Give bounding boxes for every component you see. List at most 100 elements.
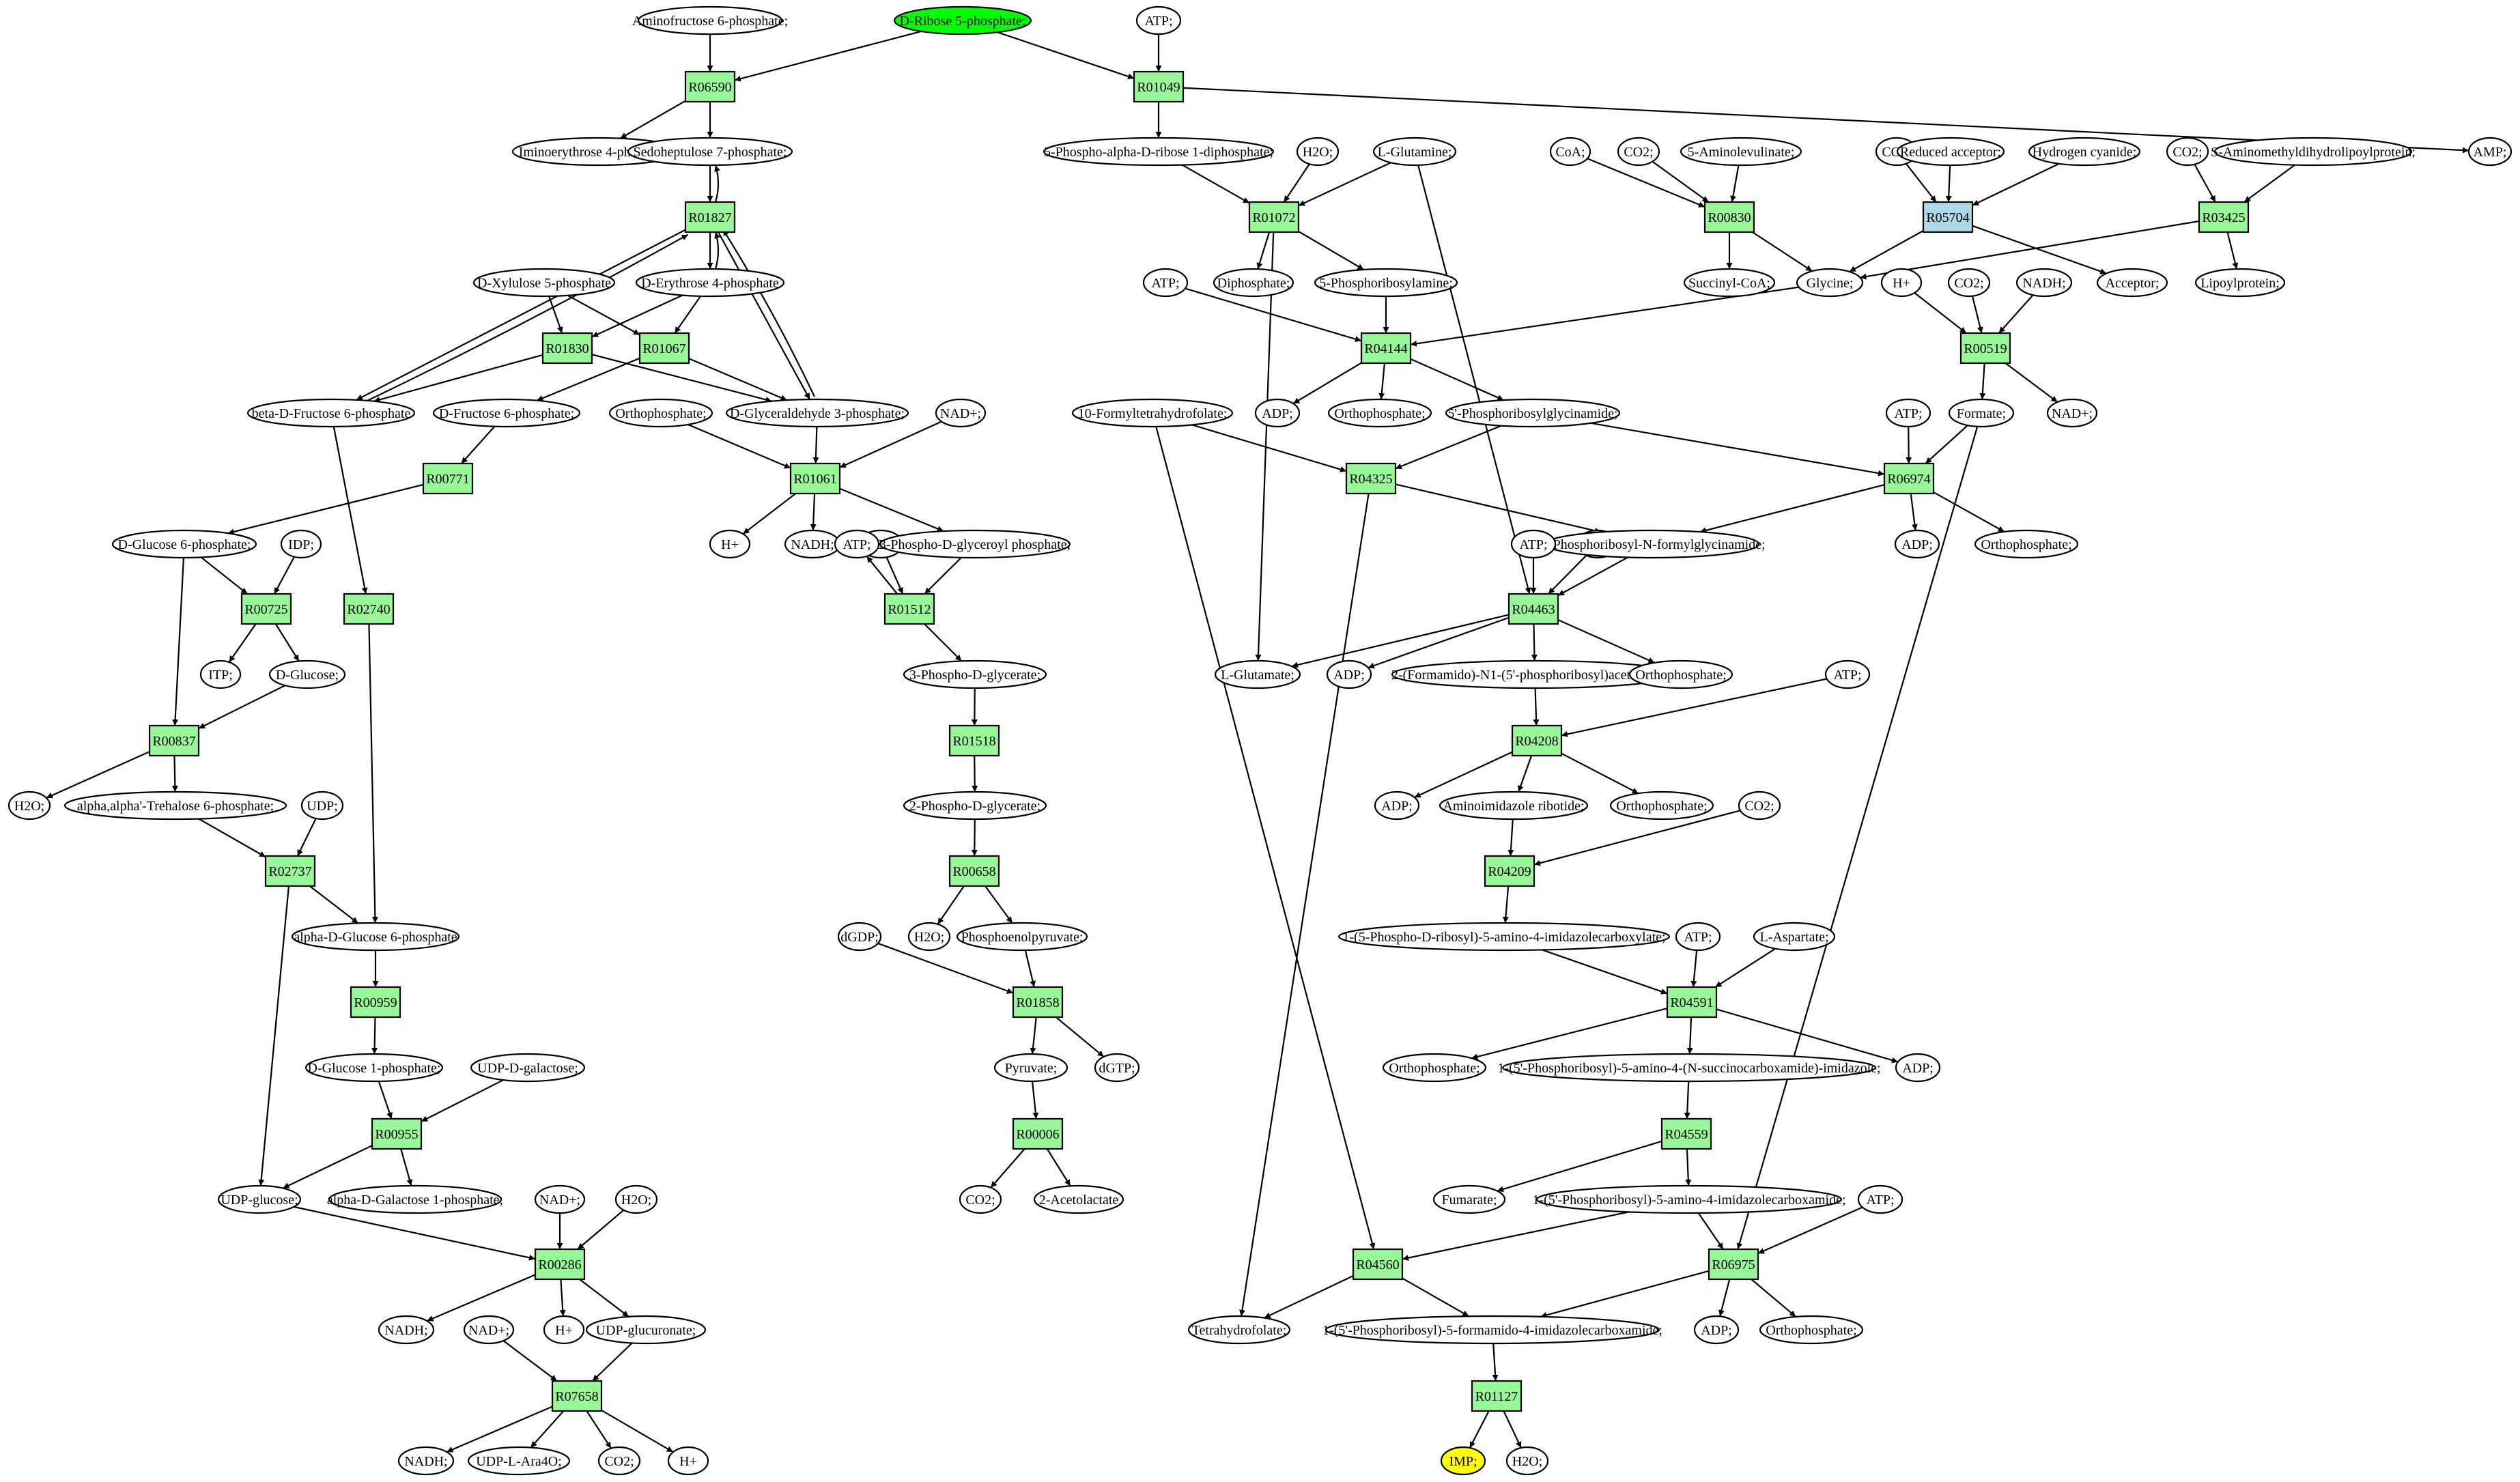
metabolite-node-3pdgp[interactable]: 3-Phospho-D-glyceroyl phosphate; (879, 529, 1071, 559)
metabolite-node-nadh_1[interactable]: NADH; (2015, 268, 2073, 298)
reaction-node-R00286[interactable]: R00286 (534, 1248, 586, 1281)
metabolite-node-nadplus_4[interactable]: NAD+; (463, 1315, 515, 1345)
metabolite-node-atp_3[interactable]: ATP; (1885, 398, 1931, 428)
metabolite-node-h2o_3[interactable]: H2O; (8, 790, 51, 821)
reaction-node-R04208[interactable]: R04208 (1511, 724, 1563, 757)
reaction-node-R01072[interactable]: R01072 (1248, 201, 1300, 233)
metabolite-node-atp_7[interactable]: ATP; (1675, 922, 1721, 952)
metabolite-node-amf6p[interactable]: Aminofructose 6-phosphate; (632, 5, 788, 35)
metabolite-node-adp_1[interactable]: ADP; (1254, 398, 1301, 428)
metabolite-node-formate[interactable]: Formate; (1948, 398, 2015, 428)
metabolite-node-dgdp[interactable]: dGDP; (837, 922, 882, 952)
metabolite-node-hplus_4[interactable]: H+ (667, 1446, 709, 1476)
metabolite-node-udpglcur[interactable]: UDP-glucuronate; (585, 1315, 707, 1345)
metabolite-node-5ala[interactable]: 5-Aminolevulinate; (1680, 137, 1802, 167)
reaction-node-R01858[interactable]: R01858 (1012, 986, 1064, 1018)
metabolite-node-idp[interactable]: IDP; (280, 529, 322, 559)
metabolite-node-succoa[interactable]: Succinyl-CoA; (1683, 268, 1776, 298)
metabolite-node-atp_5[interactable]: ATP; (1510, 529, 1557, 559)
metabolite-node-h2o_6[interactable]: H2O; (1505, 1446, 1549, 1476)
metabolite-node-5pra[interactable]: 5-Phosphoribosylamine; (1314, 268, 1458, 298)
metabolite-node-orthophosphate_1[interactable]: Orthophosphate; (608, 398, 713, 428)
reaction-node-R01127[interactable]: R01127 (1471, 1380, 1523, 1412)
reaction-node-R04325[interactable]: R04325 (1345, 462, 1397, 495)
metabolite-node-nadh_3[interactable]: NADH; (378, 1315, 435, 1345)
metabolite-node-pep[interactable]: Phosphoenolpyruvate; (956, 922, 1088, 952)
metabolite-node-saicar[interactable]: 1-(5'-Phosphoribosyl)-5-amino-4-(N-succi… (1497, 1053, 1881, 1083)
reaction-node-R04209[interactable]: R04209 (1484, 855, 1535, 887)
reaction-node-R01830[interactable]: R01830 (541, 332, 593, 365)
metabolite-node-nadh_2[interactable]: NADH; (784, 529, 841, 559)
metabolite-node-orthophosphate_6[interactable]: Orthophosphate; (1382, 1053, 1487, 1083)
metabolite-node-g6p[interactable]: D-Glucose 6-phosphate; (111, 529, 257, 559)
metabolite-node-samdlp[interactable]: S-Aminomethyldihydrolipoylprotein; (2211, 137, 2416, 167)
metabolite-node-udp[interactable]: UDP; (300, 790, 344, 821)
metabolite-node-co2_7[interactable]: CO2; (597, 1446, 641, 1476)
metabolite-node-h2o_1[interactable]: H2O; (1296, 137, 1340, 167)
reaction-node-R04591[interactable]: R04591 (1666, 986, 1718, 1018)
metabolite-node-s7p[interactable]: Sedoheptulose 7-phosphate; (627, 137, 793, 167)
reaction-node-R01827[interactable]: R01827 (684, 201, 736, 233)
metabolite-node-nadplus_2[interactable]: NAD+; (2046, 398, 2098, 428)
metabolite-node-adp_6[interactable]: ADP; (1895, 1053, 1941, 1083)
metabolite-node-co2_1[interactable]: CO2; (1617, 137, 1660, 167)
metabolite-node-h2o_5[interactable]: H2O; (614, 1184, 658, 1214)
metabolite-node-atp_6[interactable]: ATP; (1824, 659, 1871, 689)
metabolite-node-gar[interactable]: 5'-Phosphoribosylglycinamide; (1445, 398, 1621, 428)
reaction-node-R03425[interactable]: R03425 (2198, 201, 2250, 233)
metabolite-node-atp_8[interactable]: ATP; (1857, 1184, 1903, 1214)
reaction-node-R00959[interactable]: R00959 (350, 986, 401, 1018)
metabolite-node-coa[interactable]: CoA; (1549, 137, 1591, 167)
metabolite-node-glycine[interactable]: Glycine; (1796, 268, 1864, 298)
metabolite-node-hplus_1[interactable]: H+ (1880, 268, 1923, 298)
metabolite-node-bdf6p[interactable]: beta-D-Fructose 6-phosphate (246, 398, 416, 428)
reaction-node-R06590[interactable]: R06590 (684, 70, 736, 103)
reaction-node-R00725[interactable]: R00725 (240, 593, 292, 625)
reaction-node-R00519[interactable]: R00519 (1959, 332, 2011, 365)
metabolite-node-e4p[interactable]: D-Erythrose 4-phosphate (635, 268, 785, 298)
metabolite-node-itp[interactable]: ITP; (199, 659, 242, 689)
metabolite-node-fgar[interactable]: 5'-Phosphoribosyl-N-formylglycinamide; (1539, 529, 1766, 559)
metabolite-node-xu5p[interactable]: D-Xylulose 5-phosphate (472, 268, 616, 298)
metabolite-node-adp_4[interactable]: ADP; (1326, 659, 1372, 689)
reaction-node-R00771[interactable]: R00771 (422, 462, 474, 495)
metabolite-node-orthophosphate_2[interactable]: Orthophosphate; (1327, 398, 1432, 428)
metabolite-node-orthophosphate_3[interactable]: Orthophosphate; (1974, 529, 2079, 559)
metabolite-node-fumarate[interactable]: Fumarate; (1432, 1184, 1506, 1214)
metabolite-node-prpp[interactable]: 5-Phospho-alpha-D-ribose 1-diphosphate; (1043, 137, 1275, 167)
metabolite-node-cair[interactable]: 1-(5-Phospho-D-ribosyl)-5-amino-4-imidaz… (1337, 922, 1671, 952)
reaction-node-R06974[interactable]: R06974 (1883, 462, 1935, 495)
metabolite-node-fgam[interactable]: 2-(Formamido)-N1-(5'-phosphoribosyl)acet… (1391, 659, 1679, 689)
reaction-node-R00006[interactable]: R00006 (1012, 1117, 1064, 1150)
metabolite-node-2pg[interactable]: 2-Phospho-D-glycerate; (903, 790, 1047, 821)
reaction-node-R07658[interactable]: R07658 (551, 1380, 603, 1412)
metabolite-node-gln[interactable]: L-Glutamine; (1372, 137, 1457, 167)
metabolite-node-co2_4[interactable]: CO2; (1947, 268, 1991, 298)
reaction-node-R04144[interactable]: R04144 (1360, 332, 1412, 365)
metabolite-node-nadh_4[interactable]: NADH; (397, 1446, 455, 1476)
metabolite-node-thf[interactable]: Tetrahydrofolate; (1187, 1315, 1291, 1345)
metabolite-node-trehalose6p[interactable]: alpha,alpha'-Trehalose 6-phosphate; (63, 790, 287, 821)
metabolite-node-aicar[interactable]: 1-(5'-Phosphoribosyl)-5-amino-4-imidazol… (1532, 1184, 1846, 1214)
metabolite-node-10fthf[interactable]: 10-Formyltetrahydrofolate; (1071, 398, 1234, 428)
reaction-node-R04463[interactable]: R04463 (1507, 593, 1559, 625)
metabolite-node-pyruvate[interactable]: Pyruvate; (993, 1053, 1068, 1083)
metabolite-node-adp_5[interactable]: ADP; (1374, 790, 1420, 821)
metabolite-node-agal1p[interactable]: alpha-D-Galactose 1-phosphate; (327, 1184, 503, 1214)
reaction-node-R01061[interactable]: R01061 (789, 462, 841, 495)
metabolite-node-udpglc[interactable]: UDP-glucose; (217, 1184, 302, 1214)
metabolite-node-adp_3[interactable]: ADP; (1894, 529, 1940, 559)
reaction-node-R04560[interactable]: R04560 (1352, 1248, 1404, 1281)
reaction-node-R05704[interactable]: R05704 (1922, 201, 1974, 233)
metabolite-node-imp[interactable]: IMP; (1440, 1446, 1486, 1476)
reaction-node-R00658[interactable]: R00658 (948, 855, 1000, 887)
metabolite-node-hplus_2[interactable]: H+ (709, 529, 751, 559)
metabolite-node-orthophosphate_7[interactable]: Orthophosphate; (1759, 1315, 1864, 1345)
metabolite-node-ag6p[interactable]: alpha-D-Glucose 6-phosphate (291, 922, 460, 952)
reaction-node-R02737[interactable]: R02737 (264, 855, 316, 887)
metabolite-node-r5p[interactable]: D-Ribose 5-phosphate; (893, 5, 1032, 35)
metabolite-node-g1p[interactable]: D-Glucose 1-phosphate; (305, 1053, 444, 1083)
metabolite-node-co2_3[interactable]: CO2; (2166, 137, 2209, 167)
metabolite-node-nadplus_1[interactable]: NAD+; (935, 398, 987, 428)
reaction-node-R06975[interactable]: R06975 (1708, 1248, 1759, 1281)
